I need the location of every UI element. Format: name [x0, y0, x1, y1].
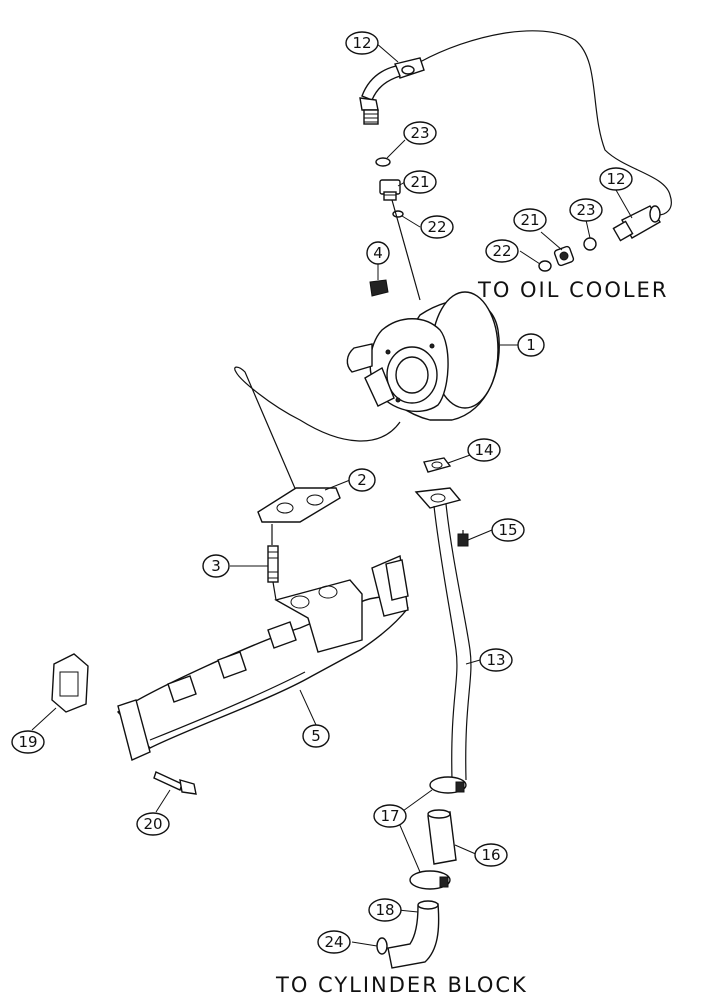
callout-label: 17 — [380, 807, 399, 825]
callout-label: 23 — [410, 124, 429, 142]
callout-23-right: 23 — [569, 198, 603, 222]
callout-17: 17 — [373, 804, 407, 828]
callout-24: 24 — [317, 930, 351, 954]
callout-23-upper: 23 — [403, 121, 437, 145]
caption-oil-cooler: TO OIL COOLER — [477, 278, 668, 302]
callout-5: 5 — [302, 724, 330, 748]
callout-3: 3 — [202, 554, 230, 578]
bolt — [153, 771, 197, 795]
callout-16: 16 — [474, 843, 508, 867]
hose-clamp-upper — [429, 776, 467, 794]
end-plate-gasket — [51, 653, 89, 713]
callout-1: 1 — [517, 333, 545, 357]
upper-fittings — [369, 157, 421, 301]
callout-14: 14 — [467, 438, 501, 462]
callout-label: 20 — [143, 815, 162, 833]
gasket-drain — [423, 457, 452, 473]
callout-label: 19 — [18, 733, 37, 751]
turbocharger — [234, 291, 500, 501]
callout-label: 1 — [526, 336, 536, 354]
callout-21-upper: 21 — [403, 170, 437, 194]
callout-15: 15 — [491, 518, 525, 542]
leader-lines — [31, 42, 633, 947]
bolt-small — [457, 530, 469, 547]
callout-21-right: 21 — [513, 208, 547, 232]
callout-label: 21 — [520, 211, 539, 229]
callout-label: 3 — [211, 557, 221, 575]
callout-label: 14 — [474, 441, 493, 459]
caption-cylinder-block: TO CYLINDER BLOCK — [275, 973, 528, 997]
callout-22-upper: 22 — [420, 215, 454, 239]
callout-22-right: 22 — [485, 239, 519, 263]
callout-label: 18 — [375, 901, 394, 919]
callout-19: 19 — [11, 730, 45, 754]
exhaust-manifold — [116, 554, 409, 761]
hose — [427, 809, 457, 865]
callout-label: 23 — [576, 201, 595, 219]
callout-13: 13 — [479, 648, 513, 672]
callout-label: 22 — [427, 218, 446, 236]
callout-label: 2 — [357, 471, 367, 489]
callout-20: 20 — [136, 812, 170, 836]
callout-2: 2 — [348, 468, 376, 492]
callout-label: 16 — [481, 846, 500, 864]
oil-cooler-fittings — [538, 237, 597, 272]
hose-clamp-lower — [409, 870, 451, 890]
callout-label: 12 — [352, 34, 371, 52]
callout-label: 15 — [498, 521, 517, 539]
oil-drain-tube — [414, 487, 472, 781]
callout-label: 21 — [410, 173, 429, 191]
callout-18: 18 — [368, 898, 402, 922]
callout-12-right: 12 — [599, 167, 633, 191]
callout-label: 22 — [492, 242, 511, 260]
oil-supply-line — [359, 30, 672, 242]
callout-label: 12 — [606, 170, 625, 188]
callout-4: 4 — [366, 241, 390, 265]
elbow-tube — [376, 900, 440, 969]
callout-label: 4 — [373, 244, 383, 262]
callout-label: 5 — [311, 727, 321, 745]
stud — [267, 545, 279, 601]
callout-label: 24 — [324, 933, 343, 951]
callout-label: 13 — [486, 651, 505, 669]
gasket-upper — [257, 487, 341, 545]
callout-12-upper: 12 — [345, 31, 379, 55]
